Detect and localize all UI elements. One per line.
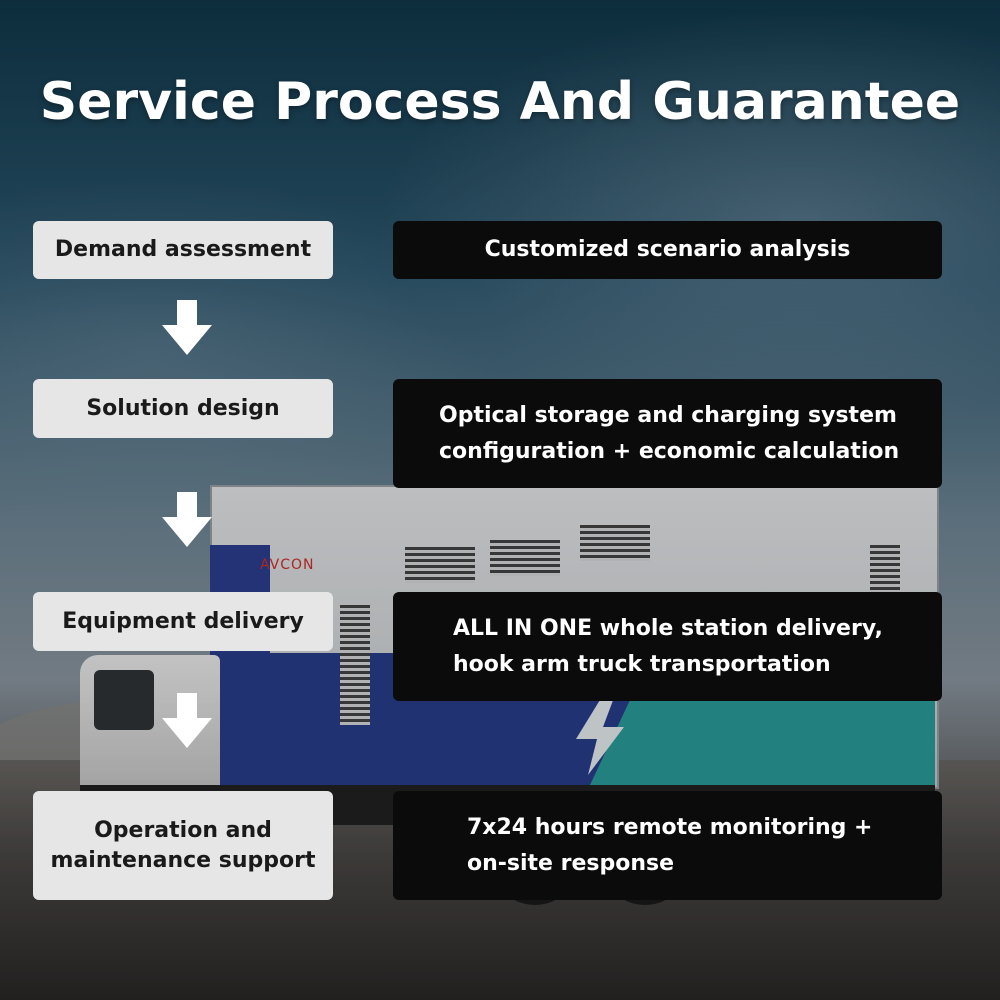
step-operation-maintenance: Operation and maintenance support	[33, 791, 333, 900]
step-label: maintenance support	[50, 847, 316, 873]
detail-line: Customized scenario analysis	[484, 237, 851, 263]
step-label: Equipment delivery	[62, 608, 304, 634]
down-arrow-icon	[162, 492, 212, 547]
step-equipment-delivery: Equipment delivery	[33, 592, 333, 651]
step-label: Demand assessment	[54, 237, 312, 263]
vent-grille	[405, 547, 475, 583]
step-label: Solution design	[86, 395, 280, 421]
truck-logo: AVCON	[260, 557, 315, 573]
detail-line: Optical storage and charging system	[439, 403, 897, 429]
detail-operation-maintenance: 7x24 hours remote monitoring + on-site r…	[393, 791, 942, 900]
page-title: Service Process And Guarantee	[39, 72, 961, 132]
detail-line: configuration + economic calculation	[439, 438, 900, 464]
detail-line: on-site response	[467, 850, 675, 876]
detail-demand-assessment: Customized scenario analysis	[393, 221, 942, 279]
truck-cab-window	[94, 670, 154, 730]
vent-grille	[490, 540, 560, 576]
detail-line: hook arm truck transportation	[453, 651, 831, 677]
down-arrow-icon	[162, 300, 212, 355]
detail-solution-design: Optical storage and charging system conf…	[393, 379, 942, 488]
detail-equipment-delivery: ALL IN ONE whole station delivery, hook …	[393, 592, 942, 701]
vent-grille	[580, 525, 650, 561]
detail-line: ALL IN ONE whole station delivery,	[453, 616, 883, 642]
step-label: Operation and	[94, 817, 272, 843]
step-solution-design: Solution design	[33, 379, 333, 438]
detail-line: 7x24 hours remote monitoring +	[467, 815, 873, 841]
step-demand-assessment: Demand assessment	[33, 221, 333, 279]
vent-grille	[340, 605, 370, 725]
down-arrow-icon	[162, 693, 212, 748]
